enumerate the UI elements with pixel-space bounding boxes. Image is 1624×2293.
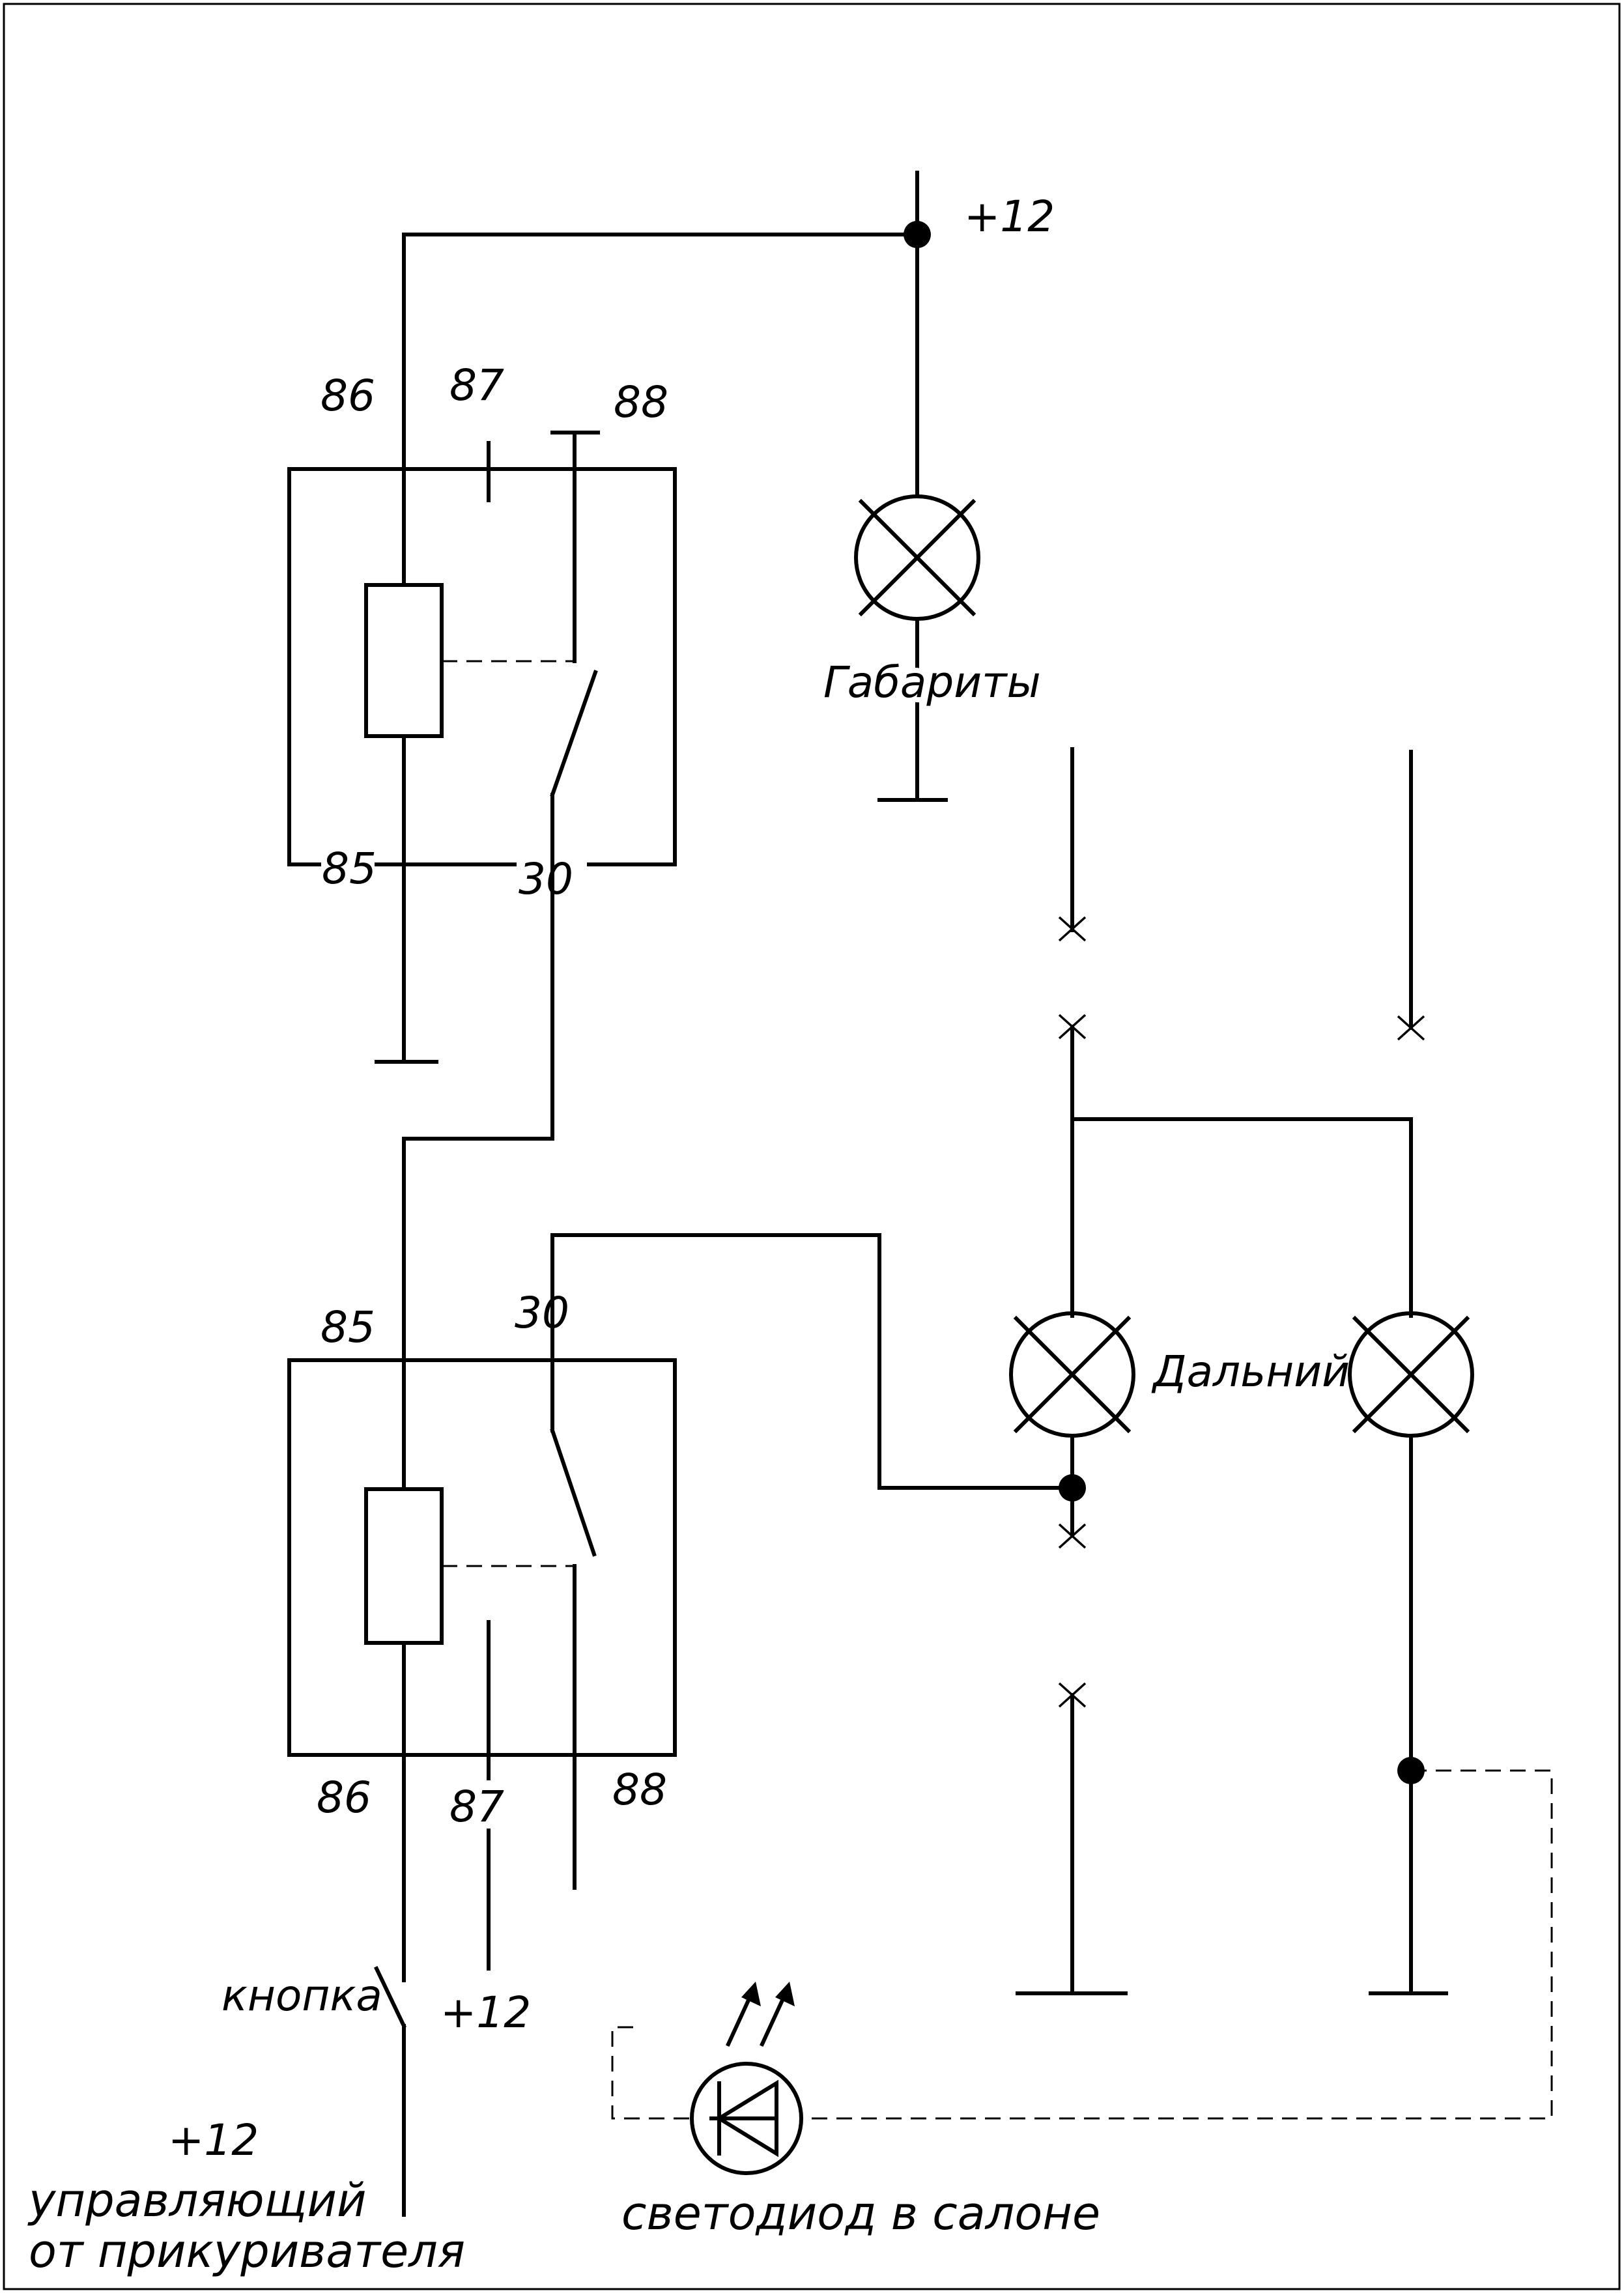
relay-bottom-pin-86: 86 <box>317 1773 371 1823</box>
led-light-arrows <box>726 1982 795 2047</box>
relay-top-coil <box>364 583 444 738</box>
lamp-parking-cross-b <box>858 498 976 617</box>
relay-bottom-pin-87: 87 <box>449 1782 504 1832</box>
wire-relay-link <box>402 1137 554 1362</box>
relay-bottom-housing <box>287 1358 677 1757</box>
break-mark-4 <box>1058 1523 1087 1549</box>
relay-top-pin-86: 86 <box>321 371 375 421</box>
wire-supply-top <box>402 233 919 471</box>
led-cabin-body <box>690 2062 803 2175</box>
wire-led-return <box>611 2026 689 2120</box>
led-cabin <box>690 2062 803 2175</box>
relay-bottom-coil <box>364 1487 444 1645</box>
button-label: кнопка <box>221 1971 382 2021</box>
control-label-line2: управляющий <box>27 2174 366 2227</box>
relay-top-pin-87: 87 <box>449 360 504 410</box>
relay-top-housing <box>287 467 677 866</box>
relay-bottom-pin-30: 30 <box>515 1288 569 1338</box>
lamp-highbeam-left <box>1009 1311 1135 1438</box>
wire-highbeam-bridge <box>1070 1117 1413 1318</box>
node-supply-top <box>904 221 931 248</box>
relay-top-pin-88: 88 <box>614 377 668 427</box>
relay-bottom-pin-88: 88 <box>612 1765 667 1815</box>
relay-bottom: 85 30 86 87 88 <box>287 1233 677 1982</box>
relay-bottom-pin-85: 85 <box>321 1302 375 1352</box>
break-mark-1 <box>1058 916 1087 942</box>
lamp-parking-label: Габариты <box>823 657 1041 707</box>
wire-led-sense <box>804 1769 1553 2120</box>
sheet-frame <box>3 3 1621 2290</box>
relay-top-switch-blade <box>550 670 598 797</box>
relay-bottom-switch-blade <box>550 1428 597 1557</box>
led-cabin-label: светодиод в салоне <box>621 2187 1100 2240</box>
lamp-highbeam-right <box>1348 1311 1474 1438</box>
supply-relay87-label: +12 <box>440 1987 531 2038</box>
lamp-highbeam-label: Дальний <box>1151 1346 1350 1397</box>
node-highbeam-left <box>1059 1474 1086 1502</box>
relay-top-pin-30: 30 <box>519 854 573 904</box>
button-switch <box>374 1966 406 2029</box>
supply-top-label: +12 <box>964 192 1055 242</box>
lamp-parking <box>854 494 980 621</box>
relay-top-pin-85: 85 <box>322 844 377 894</box>
control-label-line3: от прикуривателя <box>29 2225 465 2278</box>
break-mark-3 <box>1397 1015 1425 1041</box>
relay-top: 86 87 88 85 30 <box>287 360 677 1141</box>
control-label-supply: +12 <box>168 2115 259 2165</box>
wire-relay-to-highbeam <box>550 1233 1074 1490</box>
